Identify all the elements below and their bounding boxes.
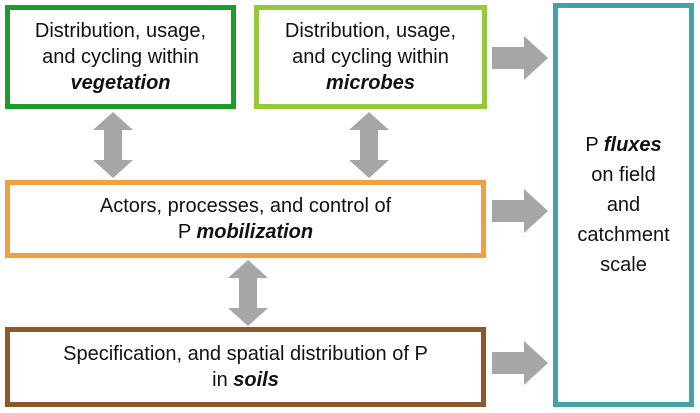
microbes-box: Distribution, usage, and cycling within … [254,5,487,109]
double-arrow-vegetation-mobilization [93,112,133,178]
double-arrow-microbes-mobilization [349,112,389,178]
fluxes-line3: and [606,194,641,216]
microbes-line2: and cycling within [292,46,449,68]
right-arrow-mobilization-fluxes [492,189,548,233]
fluxes-box: P fluxes on field and catchment scale [553,3,694,407]
right-arrow-microbes-fluxes [492,36,548,80]
fluxes-line5: scale [600,254,647,276]
vegetation-line2: and cycling within [42,46,199,68]
fluxes-line4: catchment [577,224,670,246]
right-arrow-soils-fluxes [492,341,548,385]
soils-line1: Specification, and spatial distribution … [63,343,428,365]
soils-box: Specification, and spatial distribution … [5,327,486,407]
fluxes-prefix: P [585,134,604,156]
mobilization-line1: Actors, processes, and control of [99,195,392,217]
vegetation-box: Distribution, usage, and cycling within … [5,5,236,109]
mobilization-prefix: P [177,221,197,243]
mobilization-box: Actors, processes, and control of P mobi… [5,180,486,258]
mobilization-emphasis: mobilization [196,221,314,243]
double-arrow-mobilization-soils [228,260,268,326]
soils-prefix: in [212,369,234,391]
fluxes-line2: on field [591,164,656,186]
microbes-emphasis: microbes [326,72,415,94]
vegetation-line1: Distribution, usage, [34,20,207,42]
soils-emphasis: soils [233,369,279,391]
vegetation-emphasis: vegetation [70,72,171,94]
microbes-line1: Distribution, usage, [284,20,457,42]
fluxes-emphasis: fluxes [603,134,662,156]
